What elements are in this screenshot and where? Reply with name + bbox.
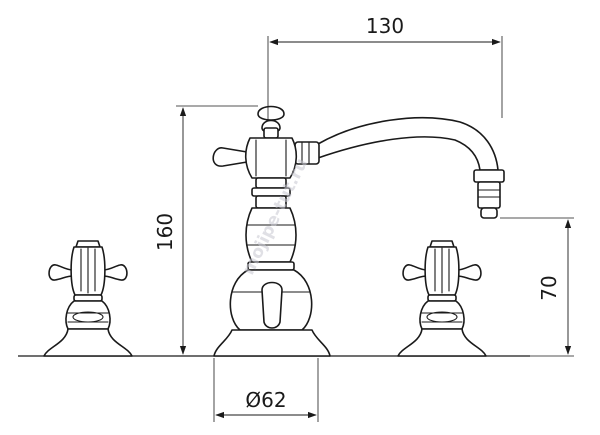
central-mixer xyxy=(212,105,505,357)
outlet-height-label: 70 xyxy=(537,275,561,300)
dimension-outlet-height: 70 xyxy=(500,217,574,357)
side-lever xyxy=(212,147,248,167)
dimension-base-diameter: Ø62 xyxy=(213,358,319,422)
dimension-spout-reach: 130 xyxy=(267,14,503,120)
dimension-total-height: 160 xyxy=(153,105,258,357)
drain-knob xyxy=(261,281,283,329)
base-diameter-label: Ø62 xyxy=(245,388,286,412)
spout-reach-label: 130 xyxy=(366,14,404,38)
spout xyxy=(317,117,499,171)
right-cross-handle xyxy=(397,240,487,357)
outlet-head xyxy=(473,169,505,183)
left-cross-handle xyxy=(43,240,133,357)
total-height-label: 160 xyxy=(153,213,177,251)
